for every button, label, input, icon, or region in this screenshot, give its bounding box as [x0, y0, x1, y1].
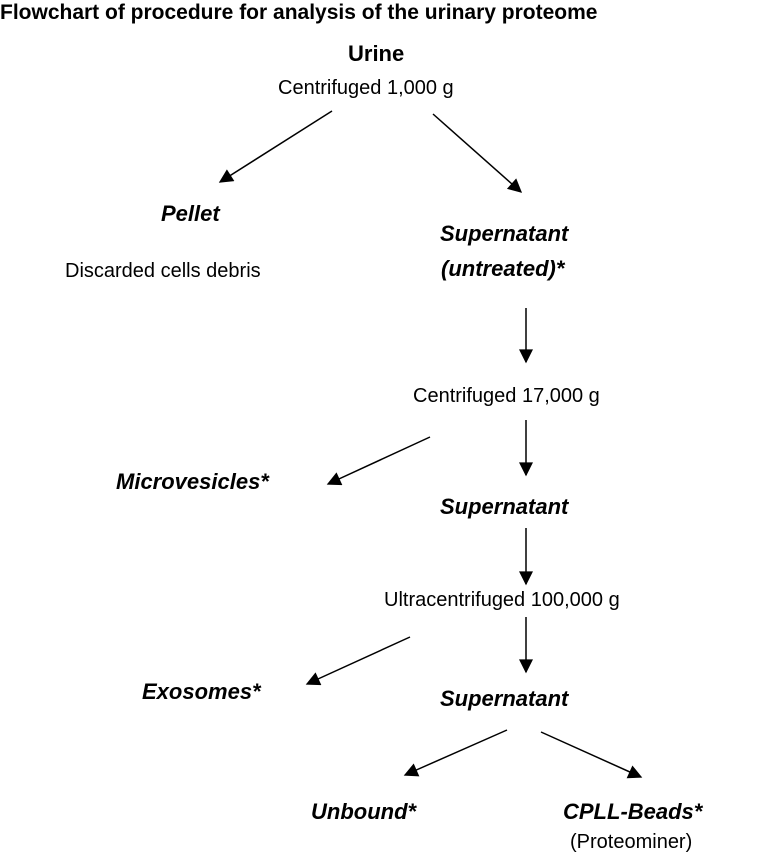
step-centrifuge-17000g: Centrifuged 17,000 g [413, 385, 600, 407]
step-ultracentrifuge-100000g: Ultracentrifuged 100,000 g [384, 589, 620, 611]
diagram-title: Flowchart of procedure for analysis of t… [0, 1, 598, 24]
node-urine: Urine [348, 41, 405, 66]
node-unbound: Unbound* [311, 799, 417, 824]
arrow-step3-to-exosomes [305, 636, 411, 686]
node-cpll-beads: CPLL-Beads* [563, 799, 703, 824]
node-pellet-note: Discarded cells debris [65, 260, 261, 282]
node-pellet: Pellet [161, 201, 220, 226]
node-supernatant-untreated-line2: (untreated)* [441, 256, 565, 281]
arrow-urine-to-supernatant [432, 113, 523, 193]
arrow-supernatant-to-unbound [403, 729, 508, 777]
node-supernatant-untreated-line1: Supernatant [440, 221, 569, 246]
node-exosomes: Exosomes* [142, 679, 261, 704]
arrow-urine-to-pellet [218, 110, 333, 183]
node-proteominer: (Proteominer) [570, 831, 693, 853]
node-supernatant-2: Supernatant [440, 494, 569, 519]
node-supernatant-3: Supernatant [440, 686, 569, 711]
node-microvesicles: Microvesicles* [116, 469, 269, 494]
step-centrifuge-1000g: Centrifuged 1,000 g [278, 77, 454, 99]
arrow-supernatant-to-cpll-beads [540, 731, 643, 779]
arrow-step2-to-microvesicles [326, 436, 431, 486]
